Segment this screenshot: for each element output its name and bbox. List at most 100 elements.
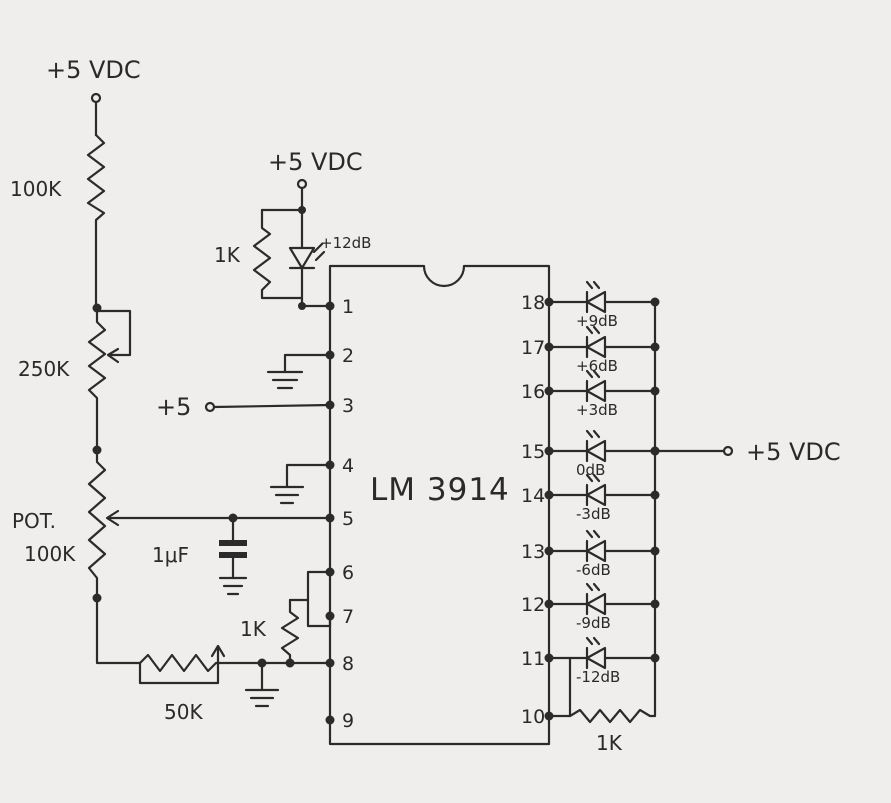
- capacitor-1uf-plate-top: [219, 540, 247, 546]
- pin-label-12: 12: [521, 594, 545, 616]
- led-ladder: +9dB +6dB +3dB 0dB -3dB -6dB -9dB -12dB: [547, 280, 660, 686]
- resistor-1k-bottom-label: 1K: [596, 731, 623, 755]
- ground-symbol-pin8: [244, 688, 280, 708]
- resistor-100k-symbol: [86, 133, 106, 310]
- led-label: +3dB: [576, 401, 618, 419]
- wire: [283, 353, 332, 374]
- led-top-symbol: [288, 208, 326, 308]
- supply-terminal-right: [722, 445, 734, 457]
- led-label: +6dB: [576, 357, 618, 375]
- led-light-ray: [585, 280, 594, 290]
- led-diode-symbol: [585, 290, 607, 314]
- pin-label-1: 1: [342, 296, 354, 318]
- led-diode-symbol: [585, 439, 607, 463]
- supply-terminal-top-left: [90, 92, 102, 104]
- resistor-50k-adjust-arrow: [210, 644, 226, 658]
- pin-label-15: 15: [521, 441, 545, 463]
- led-light-ray: [592, 636, 601, 646]
- led-diode-symbol: [585, 483, 607, 507]
- pin-label-6: 6: [342, 562, 354, 584]
- capacitor-1uf-label: 1μF: [152, 543, 189, 567]
- pin-label-5: 5: [342, 508, 354, 530]
- led-light-ray: [585, 636, 594, 646]
- resistor-1k-pin7-symbol: [280, 598, 300, 665]
- resistor-1k-led-label: 1K: [214, 243, 241, 267]
- led-light-ray: [592, 473, 601, 483]
- trimmer-250k-symbol: [87, 306, 107, 452]
- supply-label-pin3: +5: [156, 393, 191, 421]
- pin-dot: [325, 715, 335, 725]
- led-label: -9dB: [576, 614, 611, 632]
- pin-label-7: 7: [342, 606, 354, 628]
- pin-label-4: 4: [342, 455, 354, 477]
- capacitor-1uf-plate-bottom: [219, 552, 247, 558]
- pin-label-11: 11: [521, 648, 545, 670]
- pin-label-8: 8: [342, 653, 354, 675]
- chip-name: LM 3914: [370, 472, 510, 508]
- led-label: -6dB: [576, 561, 611, 579]
- resistor-50k-adjust: [138, 646, 220, 685]
- pin-label-2: 2: [342, 345, 354, 367]
- led-diode-symbol: [585, 379, 607, 403]
- resistor-50k-symbol: [138, 653, 332, 673]
- pin-dot: [325, 513, 335, 523]
- pin-label-10: 10: [521, 706, 545, 728]
- led-light-ray: [592, 582, 601, 592]
- potentiometer-symbol: [87, 448, 107, 600]
- wire: [306, 570, 332, 628]
- pin-label-16: 16: [521, 381, 545, 403]
- led-light-ray: [592, 429, 601, 439]
- pin-label-14: 14: [521, 485, 545, 507]
- trimmer-250k-label: 250K: [18, 357, 70, 381]
- led-light-ray: [585, 582, 594, 592]
- supply-label-right: +5 VDC: [746, 438, 841, 466]
- led-light-ray: [592, 325, 601, 335]
- chip-body: [328, 264, 551, 746]
- resistor-1k-led-symbol: [252, 208, 304, 300]
- pin-label-18: 18: [521, 292, 545, 314]
- supply-label-top-left: +5 VDC: [46, 56, 141, 84]
- led-light-ray: [585, 473, 594, 483]
- resistor-100k-label: 100K: [10, 177, 62, 201]
- potentiometer-wiper-arrow: [105, 509, 120, 527]
- led-light-ray: [592, 369, 601, 379]
- pin-label-17: 17: [521, 337, 545, 359]
- supply-terminal-top-mid: [296, 178, 308, 190]
- potentiometer-label-line1: POT.: [12, 509, 56, 533]
- resistor-1k-bottom-symbol: [568, 656, 657, 724]
- pin-dot: [325, 658, 335, 668]
- led-label: 0dB: [576, 461, 605, 479]
- pin-label-3: 3: [342, 395, 354, 417]
- potentiometer-label-line2: 100K: [24, 542, 76, 566]
- led-label: +9dB: [576, 312, 618, 330]
- led-light-ray: [585, 429, 594, 439]
- resistor-50k-label: 50K: [164, 700, 203, 724]
- led-light-ray: [592, 529, 601, 539]
- ground-symbol-cap: [218, 576, 248, 596]
- led-diode-symbol: [585, 335, 607, 359]
- led-label: -3dB: [576, 505, 611, 523]
- ground-symbol-pin2: [266, 370, 304, 390]
- led-diode-symbol: [585, 646, 607, 670]
- led-diode-symbol: [585, 592, 607, 616]
- trimmer-bypass-wire: [95, 309, 132, 357]
- pin-label-13: 13: [521, 541, 545, 563]
- pin-label-9: 9: [342, 710, 354, 732]
- led-label: -12dB: [576, 668, 620, 686]
- trimmer-wiper-arrow: [106, 347, 120, 364]
- chip-right-pins: 18 17 16 15 14 13 12 11 10: [521, 292, 554, 728]
- supply-label-top-mid: +5 VDC: [268, 148, 363, 176]
- led-light-ray: [585, 529, 594, 539]
- supply-terminal-pin3: [204, 401, 216, 413]
- wire: [285, 463, 332, 489]
- pin-dot: [325, 301, 335, 311]
- led-top-label: +12dB: [320, 234, 371, 252]
- led-light-ray: [585, 369, 594, 379]
- led-light-ray: [585, 325, 594, 335]
- resistor-1k-pin7-label: 1K: [240, 617, 267, 641]
- wire: [95, 596, 142, 665]
- ground-symbol-pin4: [269, 485, 305, 505]
- led-diode-symbol: [585, 539, 607, 563]
- wire: [212, 403, 332, 409]
